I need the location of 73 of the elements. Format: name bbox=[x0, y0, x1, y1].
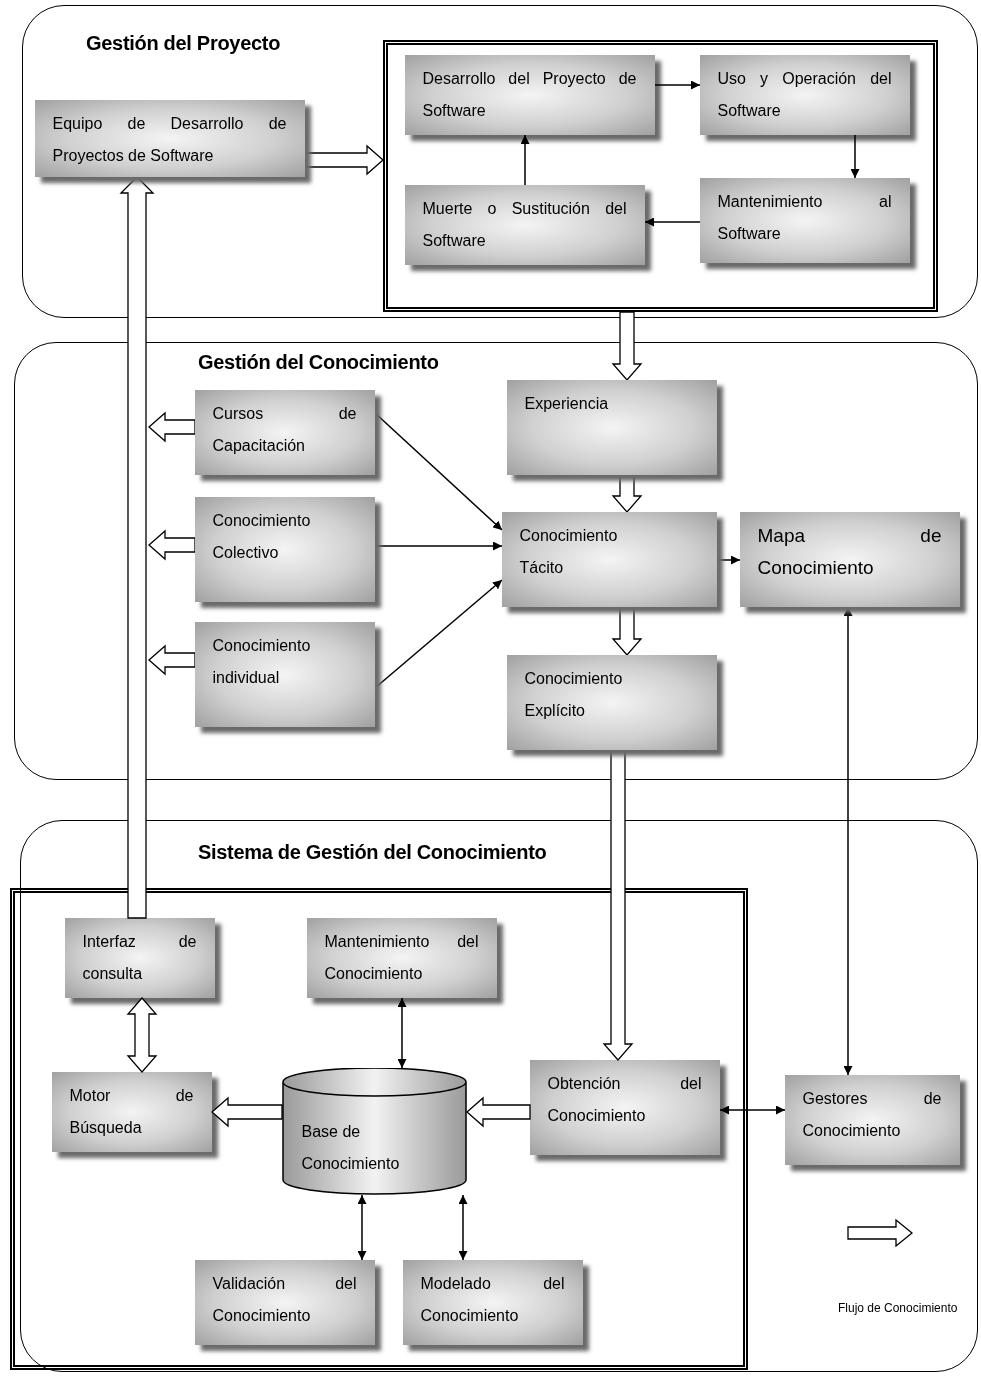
block-arrow bbox=[211, 1096, 283, 1128]
box-label: Conocimiento individual bbox=[212, 635, 312, 688]
block-arrow bbox=[466, 1096, 531, 1128]
block-arrow bbox=[148, 644, 196, 676]
process-box bbox=[699, 177, 910, 263]
box-label: Modelado del Conocimiento bbox=[420, 1273, 565, 1326]
process-box bbox=[404, 184, 645, 265]
block-arrow bbox=[148, 411, 196, 443]
box-label: Motor de Búsqueda bbox=[69, 1085, 194, 1138]
arrow bbox=[374, 412, 503, 531]
process-box bbox=[194, 1259, 375, 1345]
section-panel bbox=[14, 342, 978, 780]
section-panel bbox=[22, 5, 978, 318]
block-arrow bbox=[611, 474, 643, 513]
box-label: Cursos de Capacitación bbox=[212, 403, 357, 456]
block-arrow bbox=[126, 997, 158, 1073]
box-label: Mapa de Conocimiento bbox=[757, 523, 942, 580]
process-box bbox=[529, 1059, 720, 1155]
block-arrow bbox=[602, 749, 634, 1061]
section-title: Gestión del Conocimiento bbox=[198, 351, 439, 374]
process-box bbox=[506, 654, 717, 750]
legend-label: Flujo de Conocimiento bbox=[838, 1301, 958, 1315]
box-label: Uso y Operación del Software bbox=[717, 68, 892, 121]
box-label: Muerte o Sustitución del Software bbox=[422, 198, 627, 251]
process-box bbox=[34, 99, 305, 177]
process-box bbox=[194, 621, 375, 727]
box-label: Mantenimiento al Software bbox=[717, 191, 892, 244]
arrow bbox=[357, 1194, 367, 1261]
arrow bbox=[374, 579, 503, 689]
box-label: Experiencia bbox=[524, 393, 610, 414]
box-label: Obtención del Conocimiento bbox=[547, 1073, 702, 1126]
arrow bbox=[374, 541, 503, 551]
arrow bbox=[397, 997, 407, 1069]
process-box bbox=[739, 511, 960, 607]
arrow bbox=[719, 1105, 786, 1115]
box-label: Base de Conocimiento bbox=[301, 1121, 401, 1174]
process-box bbox=[51, 1071, 212, 1152]
box-label: Equipo de Desarrollo de Proyectos de Software bbox=[52, 113, 287, 166]
arrow bbox=[843, 606, 853, 1076]
arrow bbox=[654, 80, 701, 90]
process-box bbox=[306, 917, 497, 998]
block-arrow bbox=[611, 606, 643, 656]
database-cylinder bbox=[281, 1067, 467, 1195]
box-label: Mantenimiento del Conocimiento bbox=[324, 931, 479, 984]
block-arrow bbox=[611, 311, 643, 381]
arrow bbox=[458, 1194, 468, 1261]
box-label: Conocimiento Colectivo bbox=[212, 510, 312, 563]
block-arrow bbox=[304, 144, 384, 176]
process-box bbox=[506, 379, 717, 475]
arrow bbox=[644, 217, 701, 227]
section-title: Gestión del Proyecto bbox=[86, 32, 281, 55]
arrow bbox=[520, 134, 530, 186]
process-box bbox=[784, 1074, 960, 1165]
frame-box bbox=[382, 39, 938, 312]
box-label: Conocimiento Explícito bbox=[524, 668, 624, 721]
process-box bbox=[194, 389, 375, 475]
box-label: Interfaz de consulta bbox=[82, 931, 197, 984]
process-box bbox=[402, 1259, 583, 1345]
arrow bbox=[850, 134, 860, 179]
process-box bbox=[194, 496, 375, 602]
box-label: Desarrollo del Proyecto de Software bbox=[422, 68, 637, 121]
arrow bbox=[716, 555, 741, 565]
section-title: Sistema de Gestión del Conocimiento bbox=[198, 841, 547, 864]
process-box bbox=[404, 54, 655, 135]
block-arrow bbox=[119, 176, 155, 919]
box-label: Conocimiento Tácito bbox=[519, 525, 619, 578]
process-box bbox=[64, 917, 215, 998]
process-box bbox=[699, 54, 910, 135]
block-arrow bbox=[148, 529, 196, 561]
frame-box bbox=[9, 887, 748, 1370]
box-label: Validación del Conocimiento bbox=[212, 1273, 357, 1326]
box-label: Gestores de Conocimiento bbox=[802, 1088, 942, 1141]
process-box bbox=[501, 511, 717, 607]
